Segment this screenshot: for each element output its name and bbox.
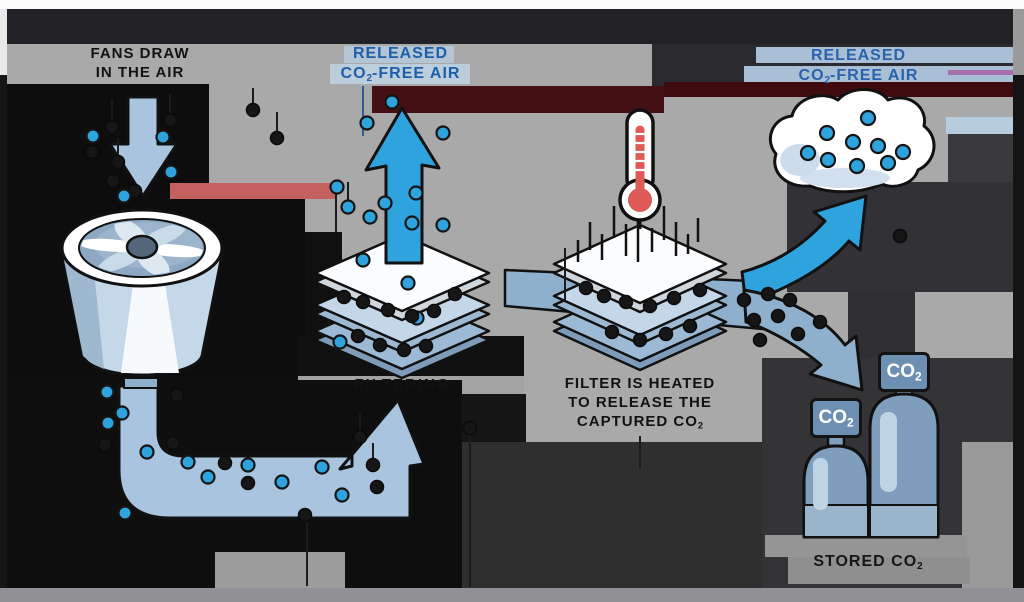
background-patch	[209, 198, 305, 380]
background-patch	[756, 47, 1013, 63]
co2-tank-sign-right: CO2	[878, 352, 930, 392]
background-patch	[0, 588, 1024, 602]
background-patch	[330, 64, 470, 84]
released-air-curved-arrow-icon	[740, 194, 868, 306]
filtering-label: FILTERING	[354, 376, 451, 393]
released-co2-free-air-label-center: RELEASED CO2-FREE AIR	[340, 45, 461, 84]
background-patch	[0, 75, 7, 588]
tank-platform	[765, 535, 967, 557]
background-patch	[962, 442, 1013, 588]
heat-lines-icon	[576, 204, 700, 262]
co2-tank-sign-left: CO2	[810, 398, 862, 438]
background-patch	[948, 134, 1013, 182]
background-patch	[372, 86, 664, 113]
background-patch	[946, 117, 1013, 134]
background-patch	[215, 552, 345, 588]
stored-co2-label: STORED CO2	[813, 553, 923, 572]
intake-pipe-arrow	[117, 384, 426, 520]
background-patch	[0, 9, 7, 75]
background-patch	[1013, 75, 1024, 588]
background-patch	[664, 82, 1013, 97]
fans-draw-label: FANS DRAW IN THE AIR	[90, 45, 190, 81]
background-patch	[788, 557, 970, 584]
background-patch	[344, 46, 454, 63]
background-patch	[462, 442, 762, 588]
heated-filter-stack	[552, 223, 728, 372]
background-patch	[170, 183, 335, 199]
released-air-up-arrow-icon	[364, 106, 441, 265]
background-patch	[848, 292, 915, 358]
background-patch	[948, 70, 1013, 75]
background-patch	[1013, 9, 1024, 75]
background-patch	[0, 0, 1024, 9]
fan-illustration	[60, 208, 225, 389]
released-co2-free-air-label-right: RELEASED CO2-FREE AIR	[798, 47, 919, 86]
fan-blades-icon	[81, 221, 203, 275]
background-patch	[744, 66, 1013, 84]
background-patch	[7, 9, 1016, 44]
co2-molecule-dots	[84, 94, 912, 523]
thermometer-icon	[618, 108, 662, 229]
air-intake-arrow-icon	[108, 95, 179, 198]
filter-heated-label: FILTER IS HEATED TO RELEASE THE CAPTURED…	[564, 375, 716, 431]
